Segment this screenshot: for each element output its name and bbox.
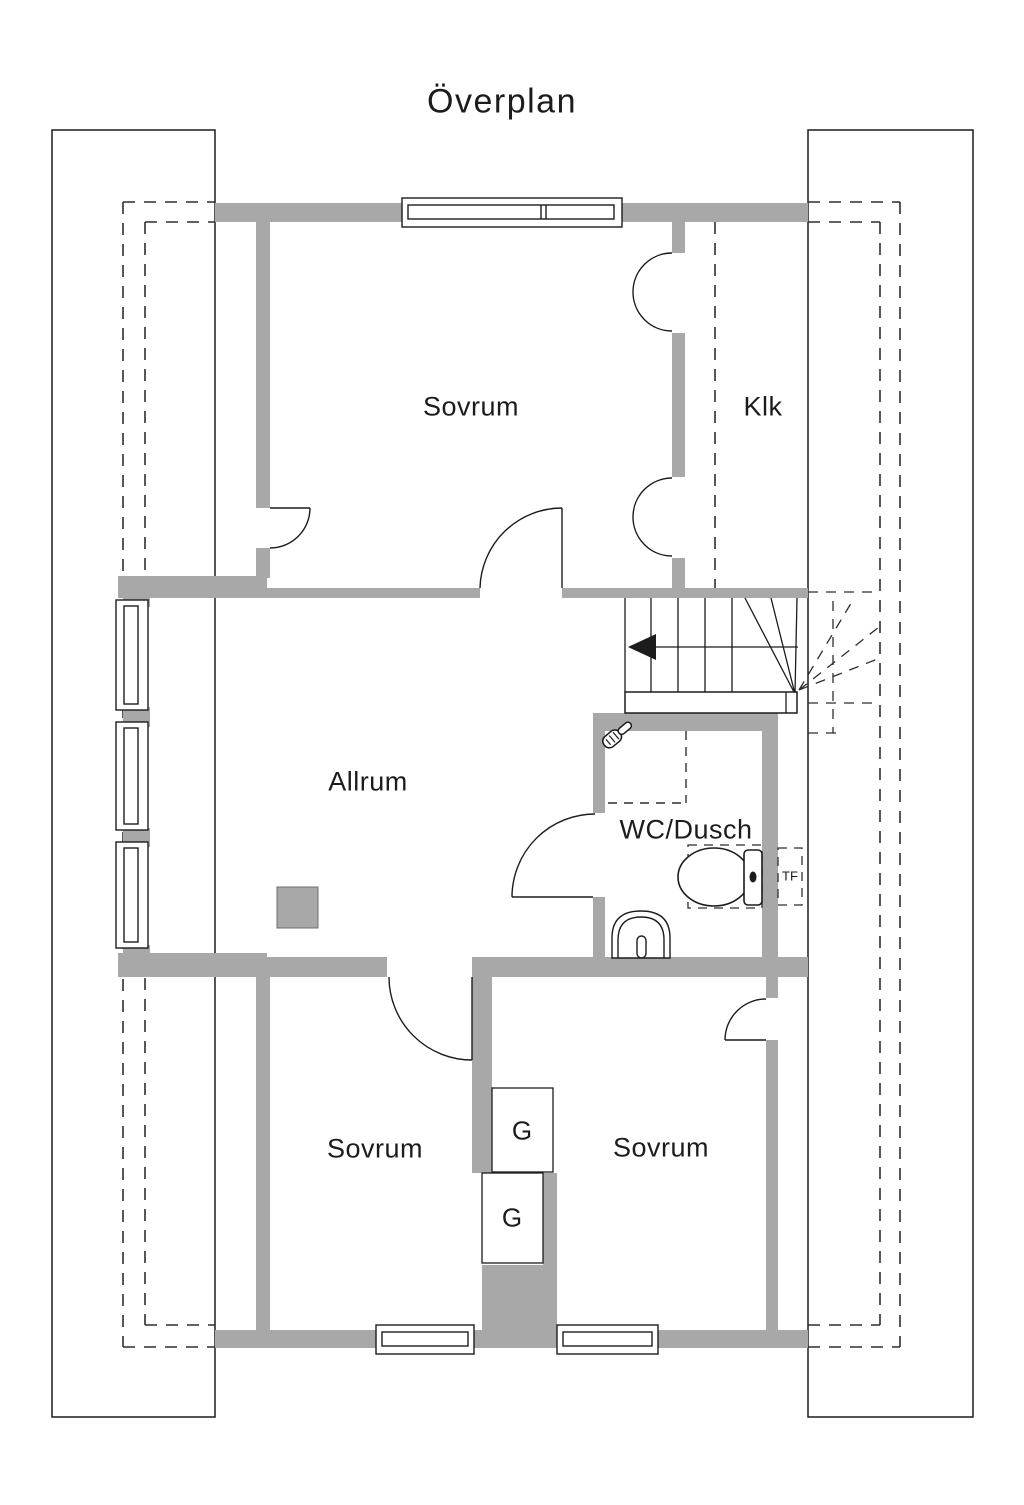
wardrobe-label-1: G (511, 1115, 533, 1146)
bifold-doors-klk-lower (632, 477, 673, 557)
stair-dashed-continuation (798, 591, 881, 734)
shower-icon (602, 721, 633, 749)
wc-fixtures (602, 721, 803, 959)
toilet-icon (677, 847, 763, 907)
bifold-doors-klk-upper (632, 252, 673, 332)
stairs-down-direction-arrow (628, 634, 798, 660)
staircase (624, 591, 881, 734)
right-wing-outline (807, 129, 974, 1418)
stair-winders (744, 597, 798, 695)
wardrobe-label-2: G (501, 1202, 523, 1233)
window-bottom-right (556, 1324, 659, 1355)
window-left-1 (115, 599, 149, 711)
sink-icon (611, 910, 671, 959)
stair-handrail (624, 691, 798, 714)
wardrobes (481, 1087, 554, 1264)
room-label-sovrum-top: Sovrum (422, 391, 520, 422)
tf-skylight-box (777, 847, 803, 906)
room-label-sovrum-bottom-right: Sovrum (612, 1132, 710, 1163)
room-label-sovrum-bottom-left: Sovrum (326, 1133, 424, 1164)
allrum-chimney (276, 886, 319, 929)
room-label-wc-dusch: WC/Dusch (619, 814, 753, 845)
wardrobe-g1 (491, 1087, 554, 1173)
door-sovrum-bottom-right (724, 998, 767, 1041)
walls (118, 203, 808, 1348)
window-bottom-left (375, 1324, 475, 1355)
door-attic-access (269, 507, 311, 549)
stair-treads (650, 598, 733, 692)
side-wings (51, 129, 974, 1418)
windows (115, 197, 659, 1355)
window-top (401, 197, 623, 228)
shower-area-dashed (608, 731, 687, 804)
plan-title: Överplan (427, 82, 577, 121)
door-sovrum-bottom-left (388, 976, 473, 1061)
room-label-allrum: Allrum (328, 766, 408, 797)
door-wc-dusch (511, 813, 596, 898)
roof-overhang-dashed (122, 201, 901, 1348)
window-left-2 (115, 721, 149, 831)
room-label-klk: Klk (743, 391, 783, 422)
skylight-label-tf: TF (782, 868, 798, 884)
doors (269, 252, 767, 1061)
wardrobe-g2 (481, 1172, 544, 1264)
door-sovrum-top (479, 507, 563, 589)
window-left-3 (115, 841, 149, 949)
